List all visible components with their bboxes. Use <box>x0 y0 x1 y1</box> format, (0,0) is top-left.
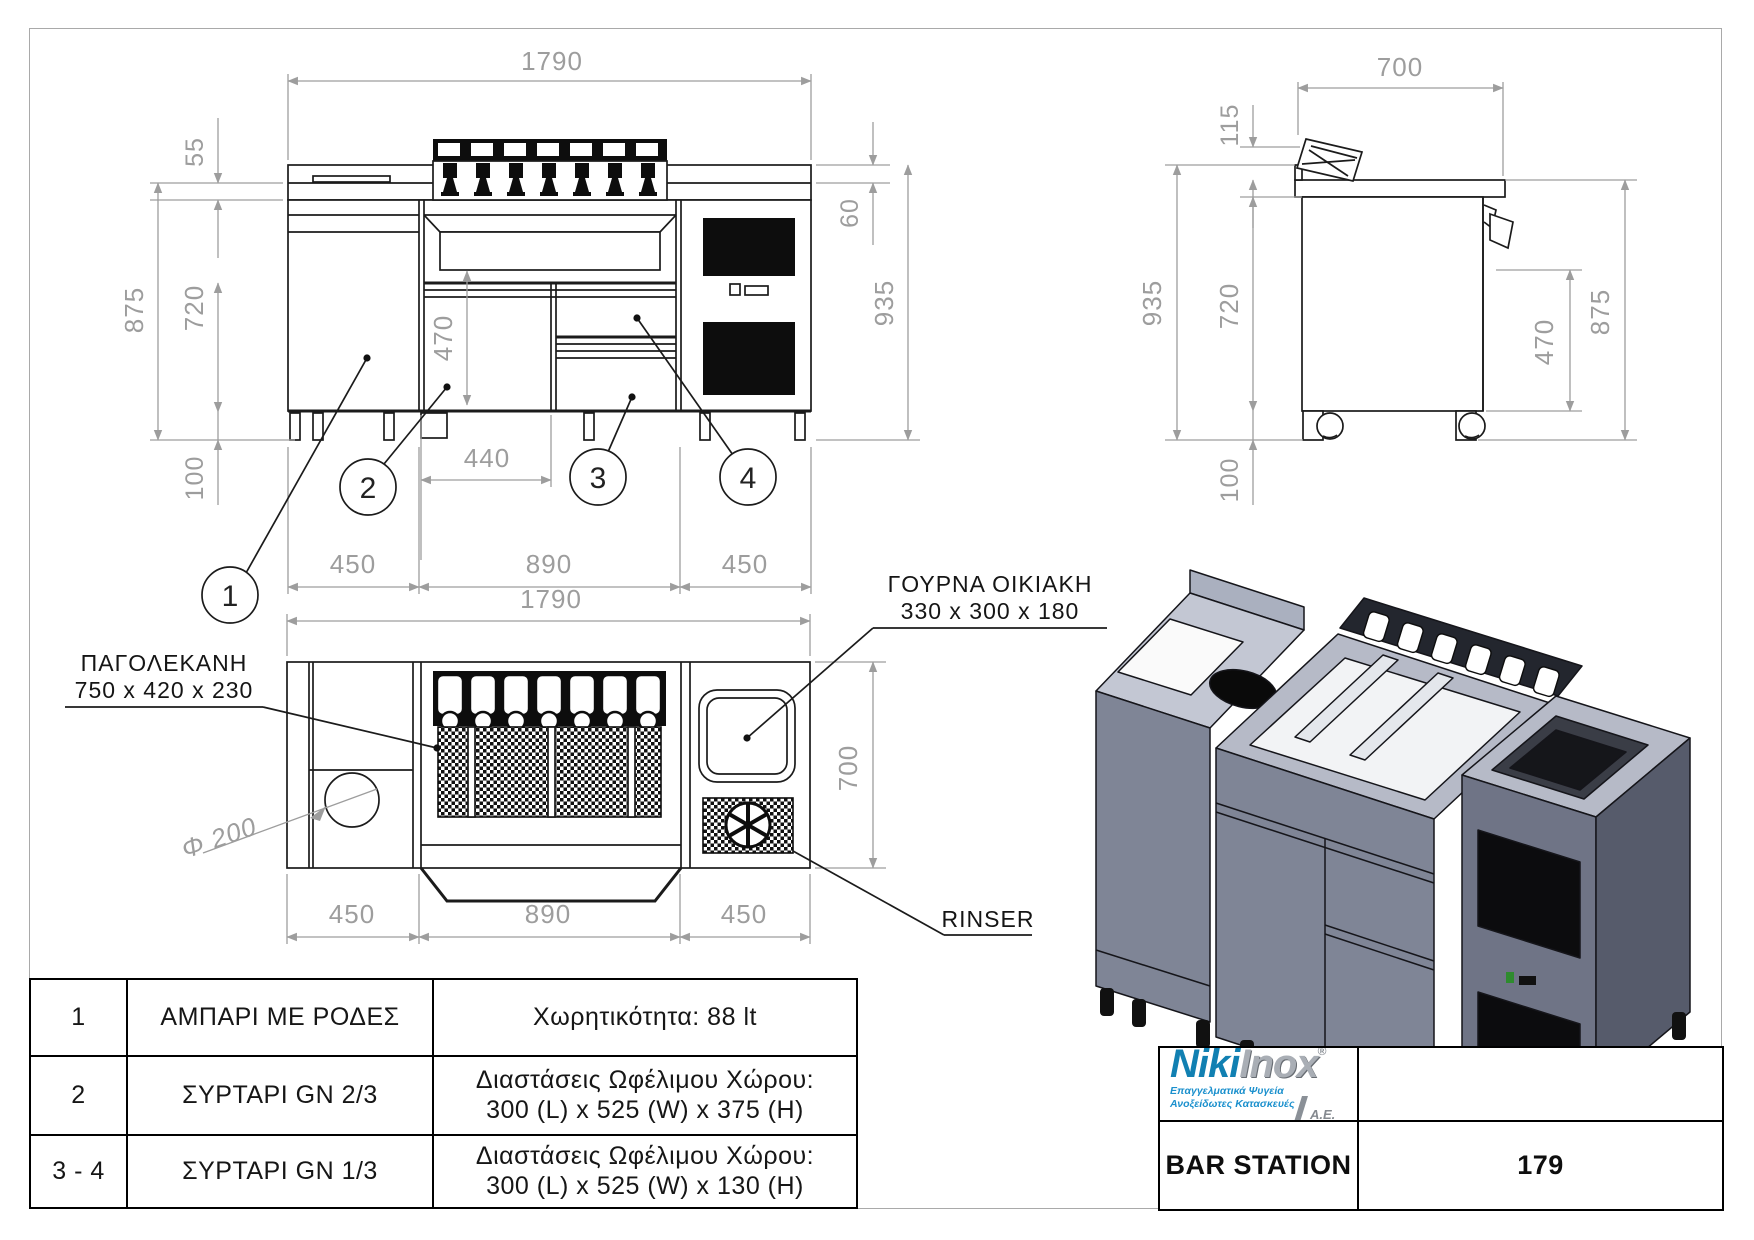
balloon-3: 3 <box>590 462 607 495</box>
plan-dimensions: 1790 700 450 890 450 Φ 200 <box>178 584 886 944</box>
front-left-lid-slot <box>312 175 391 183</box>
plan-ice-chute-hole <box>324 772 380 828</box>
parts-row1-name-text: ΑΜΠΑΡΙ ΜΕ ΡΟΔΕΣ <box>160 1002 400 1031</box>
logo-tagline: Επαγγελματικά Ψυγεία Ανοξείδωτες Κατασκε… <box>1170 1085 1295 1109</box>
parts-row3-name: ΣΥΡΤΑΡΙ GN 1/3 <box>128 1136 434 1207</box>
plan-rinser <box>702 797 794 854</box>
front-balloons: 1 2 3 4 <box>201 314 777 624</box>
dim-side-depth: 700 <box>1377 52 1423 82</box>
title-block: NikiInox® Επαγγελματικά Ψυγεία Ανοξείδωτ… <box>1158 1046 1724 1211</box>
dim-front-overall-with-top: 935 <box>869 280 899 326</box>
title-block-product-cell: BAR STATION <box>1160 1122 1359 1209</box>
side-body <box>1301 196 1484 412</box>
dim-plan-seg-left: 450 <box>329 899 375 929</box>
side-speed-rail <box>1295 137 1364 183</box>
sheet-border <box>29 28 1722 1209</box>
logo-inox-text: Inox <box>1239 1048 1318 1087</box>
logo-ae-group: Α.Ε. <box>1288 1095 1336 1122</box>
front-elevation-view: 1790 55 875 720 100 470 440 <box>119 46 920 624</box>
parts-row2-desc: Διαστάσεις Ωφέλιμου Χώρου: 300 (L) x 525… <box>434 1057 856 1136</box>
front-dimensions: 1790 55 875 720 100 470 440 <box>119 46 920 594</box>
label-sink-size: 330 x 300 x 180 <box>901 598 1080 624</box>
dim-front-drawer-w: 440 <box>464 443 510 473</box>
dim-front-rack-offset: 55 <box>181 137 209 167</box>
dim-front-counter-band: 60 <box>836 198 864 228</box>
dim-plan-seg-mid: 890 <box>525 899 571 929</box>
dim-plan-depth: 700 <box>833 745 863 791</box>
dim-plan-hole-diameter: Φ 200 <box>178 811 261 865</box>
dim-side-overall-with-top: 935 <box>1137 280 1167 326</box>
dim-front-total: 1790 <box>521 46 583 76</box>
parts-row1-name: ΑΜΠΑΡΙ ΜΕ ΡΟΔΕΣ <box>128 980 434 1057</box>
balloon-2: 2 <box>360 472 377 505</box>
label-ice-bin-title: ΠΑΓΟΛΕΚΑΝΗ <box>81 650 248 676</box>
dim-side-rail-h: 115 <box>1216 104 1244 147</box>
parts-row3-no: 3 - 4 <box>31 1136 128 1207</box>
label-ice-bin-size: 750 x 420 x 230 <box>75 677 254 703</box>
logo-tagline-line2: Ανοξείδωτες Κατασκευές <box>1170 1097 1295 1110</box>
parts-row3-no-text: 3 - 4 <box>52 1156 105 1185</box>
dim-front-drawer-h: 470 <box>428 315 458 361</box>
parts-row2-no: 2 <box>31 1057 128 1136</box>
parts-row2-name-text: ΣΥΡΤΑΡΙ GN 2/3 <box>182 1080 378 1109</box>
dim-front-seg-left: 450 <box>330 549 376 579</box>
parts-row2-no-text: 2 <box>71 1080 86 1109</box>
parts-row1-no: 1 <box>31 980 128 1057</box>
front-compressor-section <box>703 218 795 395</box>
registered-mark-icon: ® <box>1317 1048 1327 1059</box>
title-block-empty-cell <box>1359 1048 1722 1122</box>
logo-slash-icon <box>1294 1095 1308 1120</box>
parts-row3-desc: Διαστάσεις Ωφέλιμου Χώρου: 300 (L) x 525… <box>434 1136 856 1207</box>
drawing-number: 179 <box>1517 1150 1564 1180</box>
label-sink-title: ΓΟΥΡΝΑ ΟΙΚΙΑΚΗ <box>888 571 1093 597</box>
logo-ae-text: Α.Ε. <box>1310 1106 1336 1122</box>
label-rinser: RINSER <box>942 906 1035 932</box>
logo-tagline-line1: Επαγγελματικά Ψυγεία <box>1170 1085 1284 1098</box>
side-dimensions: 700 115 935 720 100 470 <box>1137 52 1637 505</box>
parts-row3-name-text: ΣΥΡΤΑΡΙ GN 1/3 <box>182 1156 378 1185</box>
side-casters <box>1302 410 1486 441</box>
front-bottle-rack <box>432 139 668 201</box>
plan-bottle-rack <box>433 671 666 732</box>
plan-annotations: ΠΑΓΟΛΕΚΑΝΗ 750 x 420 x 230 ΓΟΥΡΝΑ ΟΙΚΙΑΚ… <box>65 571 1107 936</box>
parts-row2-desc-line2: 300 (L) x 525 (W) x 375 (H) <box>486 1095 804 1124</box>
parts-row1-desc-text: Χωρητικότητα: 88 lt <box>533 1002 757 1031</box>
dim-front-plinth: 100 <box>181 456 209 501</box>
parts-row3-desc-line2: 300 (L) x 525 (W) x 130 (H) <box>486 1171 804 1200</box>
front-legs <box>289 412 806 441</box>
balloon-4: 4 <box>740 462 757 495</box>
product-name: BAR STATION <box>1165 1150 1352 1180</box>
parts-row1-no-text: 1 <box>71 1002 86 1031</box>
logo-wordmark: NikiInox® <box>1170 1048 1327 1084</box>
parts-table: 1 ΑΜΠΑΡΙ ΜΕ ΡΟΔΕΣ Χωρητικότητα: 88 lt 2 … <box>29 978 858 1209</box>
parts-row2-name: ΣΥΡΤΑΡΙ GN 2/3 <box>128 1057 434 1136</box>
plan-ice-bin-mesh <box>437 726 662 818</box>
parts-row1-desc: Χωρητικότητα: 88 lt <box>434 980 856 1057</box>
dim-side-plinth: 100 <box>1216 458 1244 503</box>
dim-front-overall-h: 875 <box>119 287 149 333</box>
side-handle <box>1489 212 1514 250</box>
nikiinox-logo: NikiInox® Επαγγελματικά Ψυγεία Ανοξείδωτ… <box>1160 1048 1357 1122</box>
dim-front-seg-mid: 890 <box>526 549 572 579</box>
logo-niki-text: Niki <box>1170 1048 1240 1087</box>
title-block-logo-cell: NikiInox® Επαγγελματικά Ψυγεία Ανοξείδωτ… <box>1160 1048 1359 1122</box>
dim-plan-total: 1790 <box>520 584 582 614</box>
isometric-view <box>1095 569 1691 1132</box>
parts-row2-desc-line1: Διαστάσεις Ωφέλιμου Χώρου: <box>475 1066 815 1094</box>
dim-plan-seg-right: 450 <box>721 899 767 929</box>
dim-side-body-h: 720 <box>1214 283 1244 329</box>
plan-view: 1790 700 450 890 450 Φ 200 <box>65 571 1107 944</box>
dim-front-seg-right: 450 <box>722 549 768 579</box>
dim-side-drawer-zone: 470 <box>1529 319 1559 365</box>
side-counter <box>1294 179 1506 198</box>
balloon-1: 1 <box>222 580 239 613</box>
side-elevation-view: 700 115 935 720 100 470 <box>1137 52 1637 505</box>
dim-front-body-h: 720 <box>179 285 209 331</box>
dim-side-overall-h: 875 <box>1585 289 1615 335</box>
title-block-number-cell: 179 <box>1359 1122 1722 1209</box>
parts-row3-desc-line1: Διαστάσεις Ωφέλιμου Χώρου: <box>475 1142 815 1170</box>
